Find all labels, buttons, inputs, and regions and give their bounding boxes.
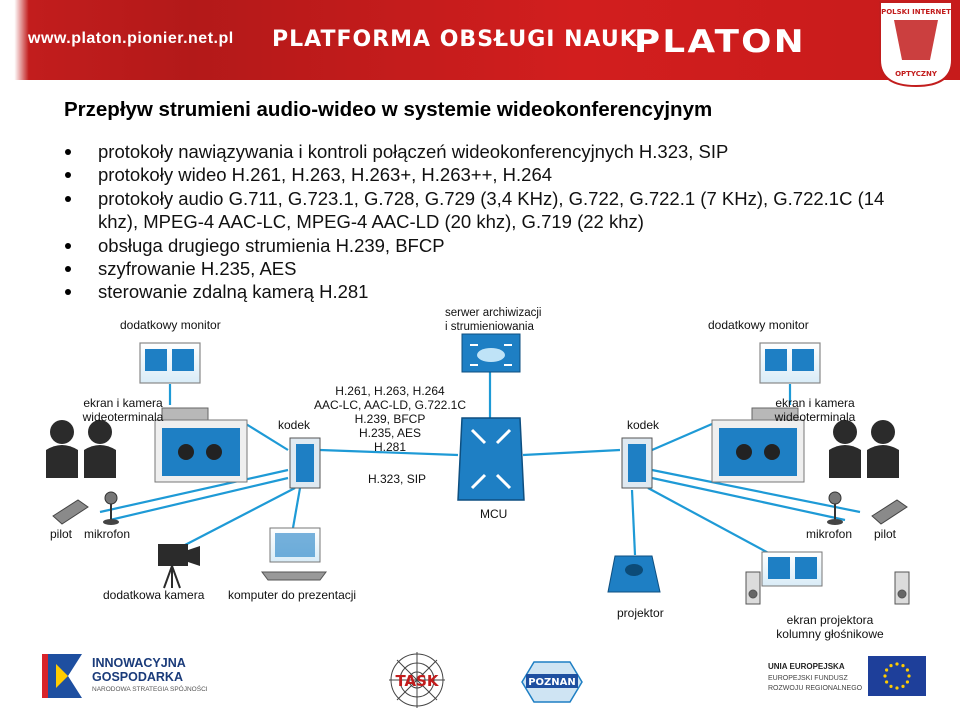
eu-line1: UNIA EUROPEJSKA xyxy=(768,662,845,671)
microphone-right-icon xyxy=(827,491,843,525)
ig-line3: NARODOWA STRATEGIA SPÓJNOŚCI xyxy=(92,686,208,693)
participants-left-icon xyxy=(46,420,116,478)
label-terminal-right-1: ekran i kamera xyxy=(775,396,855,410)
projector-icon xyxy=(607,555,661,593)
label-server-line2: i strumieniowania xyxy=(445,321,534,333)
bullet-item: sterowanie zdalną kamerą H.281 xyxy=(64,280,924,303)
ig-line1: INNOWACYJNA xyxy=(92,656,186,670)
remote-left-icon xyxy=(52,499,89,525)
monitor-right-icon xyxy=(759,342,821,384)
label-pilot-right: pilot xyxy=(874,527,897,541)
link-projector xyxy=(630,489,637,556)
task-text: TASK xyxy=(395,672,439,690)
microphone-left-icon xyxy=(103,491,119,525)
link-pilot-right xyxy=(651,468,861,514)
badge-text-bottom: OPTYCZNY xyxy=(895,70,938,78)
label-mic-left: mikrofon xyxy=(84,527,131,541)
label-terminal-right-2: wideoterminala xyxy=(774,410,856,424)
header-url[interactable]: www.platon.pionier.net.pl xyxy=(28,30,234,47)
codec-right-icon xyxy=(621,437,653,489)
header-title: PLATFORMA OBSŁUGI NAUKI xyxy=(272,27,647,52)
label-proto-2: AAC-LC, AAC-LD, G.722.1C xyxy=(313,398,467,412)
task-web-icon: TASK xyxy=(389,652,445,708)
bullet-item: obsługa drugiego strumienia H.239, BFCP xyxy=(64,234,924,257)
label-monitor-right: dodatkowy monitor xyxy=(708,318,809,332)
eu-line2: EUROPEJSKI FUNDUSZ xyxy=(768,675,848,682)
logo-innowacyjna-gospodarka: INNOWACYJNA GOSPODARKA NARODOWA STRATEGI… xyxy=(38,648,208,708)
ig-flag-icon xyxy=(42,654,82,698)
remote-right-icon xyxy=(871,499,908,525)
link-mic-right xyxy=(651,476,846,522)
participants-right-icon xyxy=(829,420,899,478)
mcu-icon xyxy=(457,417,525,501)
label-server-line1: serwer archiwizacji xyxy=(445,307,542,319)
label-monitor-left: dodatkowy monitor xyxy=(120,318,221,332)
label-codec-right: kodek xyxy=(627,418,660,432)
ig-line2: GOSPODARKA xyxy=(92,670,183,684)
projector-screen-icon xyxy=(761,551,823,587)
badge-text-top: POLSKI INTERNET xyxy=(881,8,951,16)
poznan-icon: POZNAN xyxy=(521,661,583,703)
label-presentation-pc: komputer do prezentacji xyxy=(228,588,357,602)
label-proto-3: H.239, BFCP xyxy=(354,412,426,426)
link-mic-left xyxy=(109,476,289,522)
extra-camera-icon xyxy=(158,544,200,589)
platon-logo: PLATON xyxy=(634,24,806,60)
label-projector: projektor xyxy=(617,606,664,620)
logo-poznan: POZNAN xyxy=(516,656,588,706)
label-proto-4: H.235, AES xyxy=(358,426,422,440)
header-banner: www.platon.pionier.net.pl PLATFORMA OBSŁ… xyxy=(0,0,960,80)
label-screen-1: ekran projektora xyxy=(786,613,874,627)
label-proto-bottom: H.323, SIP xyxy=(368,472,427,486)
bullet-item: protokoły nawiązywania i kontroli połącz… xyxy=(64,140,924,163)
label-proto-1: H.261, H.263, H.264 xyxy=(335,384,445,398)
presentation-pc-icon xyxy=(261,527,327,581)
label-terminal-left-1: ekran i kamera xyxy=(83,396,163,410)
eu-flag-icon xyxy=(868,656,926,696)
label-screen-2: kolumny głośnikowe xyxy=(776,627,884,641)
link-terminal-codec-left xyxy=(245,423,289,451)
terminal-left-icon xyxy=(154,407,248,483)
link-codec-terminal-right xyxy=(651,422,713,452)
bullet-item: protokoły wideo H.261, H.263, H.263+, H.… xyxy=(64,163,924,186)
monitor-left-icon xyxy=(139,342,201,384)
eu-line3: ROZWOJU REGIONALNEGO xyxy=(768,685,863,692)
label-mic-right: mikrofon xyxy=(806,527,853,541)
server-icon xyxy=(461,333,521,373)
link-codec-mcu-left xyxy=(319,448,459,457)
terminal-right-icon xyxy=(711,407,805,483)
speaker-icons xyxy=(745,571,910,605)
label-terminal-left-2: wideoterminala xyxy=(82,410,164,424)
link-mcu-codec-right xyxy=(522,448,621,457)
link-pilot-left xyxy=(99,468,289,514)
bullet-item: protokoły audio G.711, G.723.1, G.728, G… xyxy=(64,187,924,234)
link-camera xyxy=(184,487,296,546)
label-proto-5: H.281 xyxy=(373,440,407,454)
slide-title: Przepływ strumieni audio-wideo w systemi… xyxy=(64,98,713,121)
logo-task: TASK xyxy=(378,650,456,710)
bullet-item: szyfrowanie H.235, AES xyxy=(64,257,924,280)
label-pilot-left: pilot xyxy=(50,527,73,541)
codec-left-icon xyxy=(289,437,321,489)
poznan-text: POZNAN xyxy=(528,677,576,688)
label-mcu: MCU xyxy=(480,507,508,521)
logo-eu: UNIA EUROPEJSKA EUROPEJSKI FUNDUSZ ROZWO… xyxy=(768,654,928,708)
bullet-list: protokoły nawiązywania i kontroli połącz… xyxy=(64,140,924,304)
pionier-badge-icon: POLSKI INTERNET OPTYCZNY xyxy=(879,1,953,88)
label-extra-camera: dodatkowa kamera xyxy=(103,588,205,602)
label-codec-left: kodek xyxy=(278,418,311,432)
